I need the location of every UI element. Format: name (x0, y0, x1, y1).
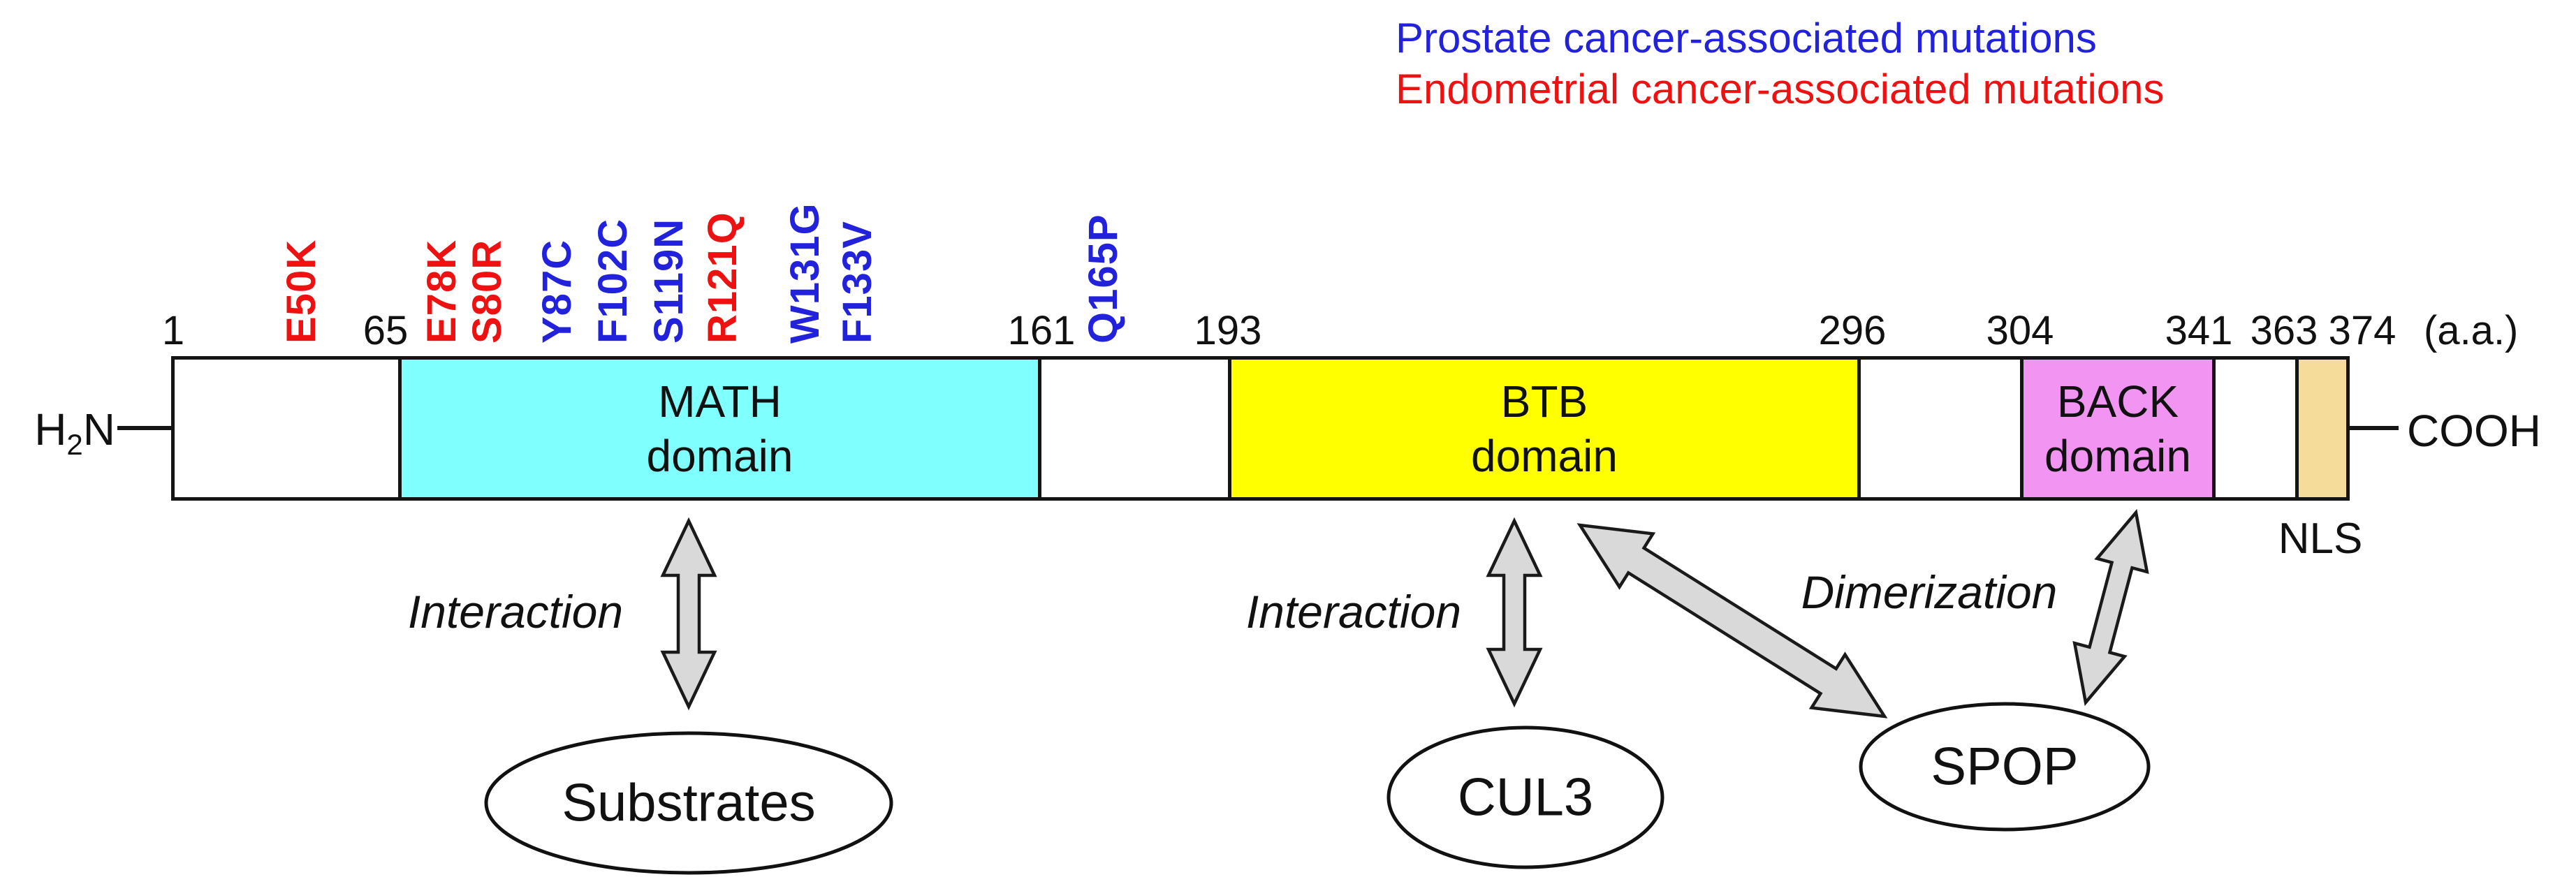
btb-domain-text: domain (1471, 430, 1618, 481)
aa-mark-65: 65 (363, 308, 409, 353)
substrates-ellipse (484, 731, 893, 875)
legend-prostate: Prostate cancer-associated mutations (1396, 15, 2097, 61)
n-terminus-line (117, 426, 172, 430)
aa-mark-1: 1 (161, 308, 185, 353)
dimerization-label: Dimerization (1801, 566, 2058, 618)
arrow-btb-cul3 (1486, 517, 1543, 708)
aa-mark-161: 161 (1007, 308, 1076, 353)
legend: Prostate cancer-associated mutations End… (1396, 13, 2165, 115)
n-terminus-label: H2N (34, 404, 115, 461)
arrow-math-substrates (660, 517, 717, 711)
c-terminus-label: COOH (2407, 406, 2541, 456)
math-domain-text: MATH (658, 376, 782, 427)
arrow-back-spop (2072, 508, 2149, 707)
nls-label: NLS (2278, 515, 2363, 563)
aa-mark-341: 341 (2165, 308, 2233, 353)
arrow-btb-spop (1576, 523, 1888, 719)
c-terminus-line (2350, 426, 2399, 430)
aa-unit: (a.a.) (2424, 308, 2519, 353)
interaction-cul3-label: Interaction (1245, 586, 1462, 638)
math-domain-text: domain (646, 430, 793, 481)
legend-endometrial: Endometrial cancer-associated mutations (1396, 66, 2165, 112)
aa-mark-374: 374 (2328, 308, 2396, 353)
btb-domain-text: BTB (1500, 376, 1588, 427)
aa-mark-296: 296 (1818, 308, 1887, 353)
aa-mark-363: 363 (2250, 308, 2318, 353)
aa-mark-193: 193 (1194, 308, 1262, 353)
back-domain-text: BACK (2056, 376, 2179, 427)
interaction-substrates-label: Interaction (407, 586, 624, 638)
spop-label: SPOP (1931, 737, 2078, 797)
aa-mark-304: 304 (1986, 308, 2054, 353)
spop-ellipse (1859, 702, 2151, 832)
cul3-label: CUL3 (1458, 768, 1593, 827)
back-domain-text: domain (2044, 430, 2191, 481)
nls-domain (2295, 356, 2350, 501)
cul3-ellipse (1386, 725, 1664, 869)
substrates-label: Substrates (562, 774, 815, 833)
